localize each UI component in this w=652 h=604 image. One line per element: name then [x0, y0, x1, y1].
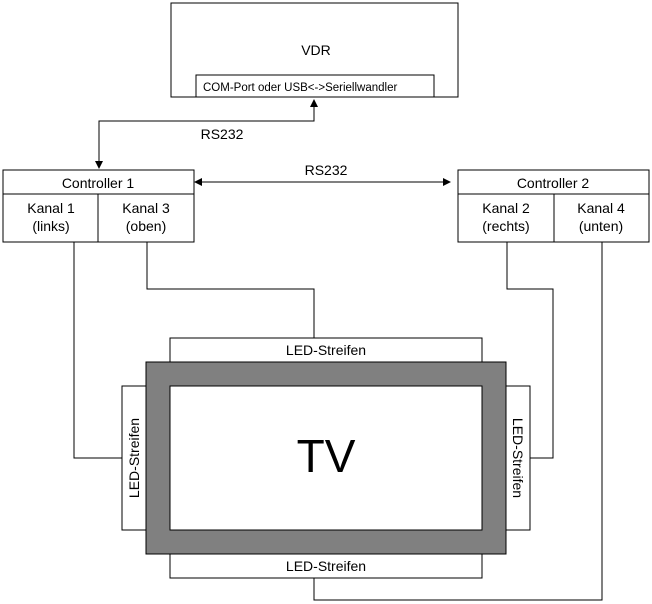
- wire-kanal-3-top: [146, 242, 315, 338]
- led-strip-left: LED-Streifen: [121, 385, 147, 531]
- vdr-box: VDR COM-Port oder USB<->Seriellwandler: [170, 2, 459, 98]
- wire-kanal-2-right: [506, 242, 554, 459]
- tv: TV: [145, 361, 507, 555]
- rs232-label-controllers: RS232: [305, 162, 348, 178]
- controller-2: Controller 2 Kanal 2 (rechts) Kanal 4 (u…: [457, 169, 650, 243]
- controller-2-channel-4-name: Kanal 4: [577, 200, 625, 216]
- wire-kanal-4-bottom: [313, 242, 603, 601]
- rs232-label-vdr: RS232: [201, 126, 244, 142]
- led-strip-top: LED-Streifen: [169, 337, 483, 363]
- rs232-link-vdr: RS232: [95, 99, 318, 169]
- led-strip-right-label: LED-Streifen: [510, 418, 526, 498]
- com-port-label: COM-Port oder USB<->Seriellwandler: [203, 82, 397, 94]
- controller-1-channel-1-position: (links): [32, 218, 69, 234]
- channel-wires: [73, 242, 603, 601]
- controller-1-title: Controller 1: [62, 175, 135, 191]
- controller-2-channel-2-name: Kanal 2: [482, 200, 530, 216]
- led-strip-bottom: LED-Streifen: [169, 553, 483, 579]
- controller-1-channel-3-name: Kanal 3: [122, 200, 170, 216]
- rs232-link-controllers: RS232: [194, 162, 451, 186]
- led-strip-top-label: LED-Streifen: [286, 342, 366, 358]
- controller-1-channel-1-name: Kanal 1: [27, 200, 75, 216]
- controller-1: Controller 1 Kanal 1 (links) Kanal 3 (ob…: [2, 169, 195, 243]
- com-port-box: [195, 74, 435, 98]
- controller-2-channel-4-position: (unten): [579, 218, 623, 234]
- controller-2-channel-2-position: (rechts): [482, 218, 529, 234]
- led-strip-left-label: LED-Streifen: [126, 418, 142, 498]
- led-strip-bottom-label: LED-Streifen: [286, 558, 366, 574]
- tv-label: TV: [297, 430, 356, 482]
- controller-2-title: Controller 2: [517, 175, 590, 191]
- led-strip-right: LED-Streifen: [505, 385, 531, 531]
- wire-kanal-1-left: [73, 242, 122, 459]
- vdr-title: VDR: [301, 42, 331, 58]
- tv-screen: [169, 385, 483, 531]
- controller-1-channel-3-position: (oben): [126, 218, 166, 234]
